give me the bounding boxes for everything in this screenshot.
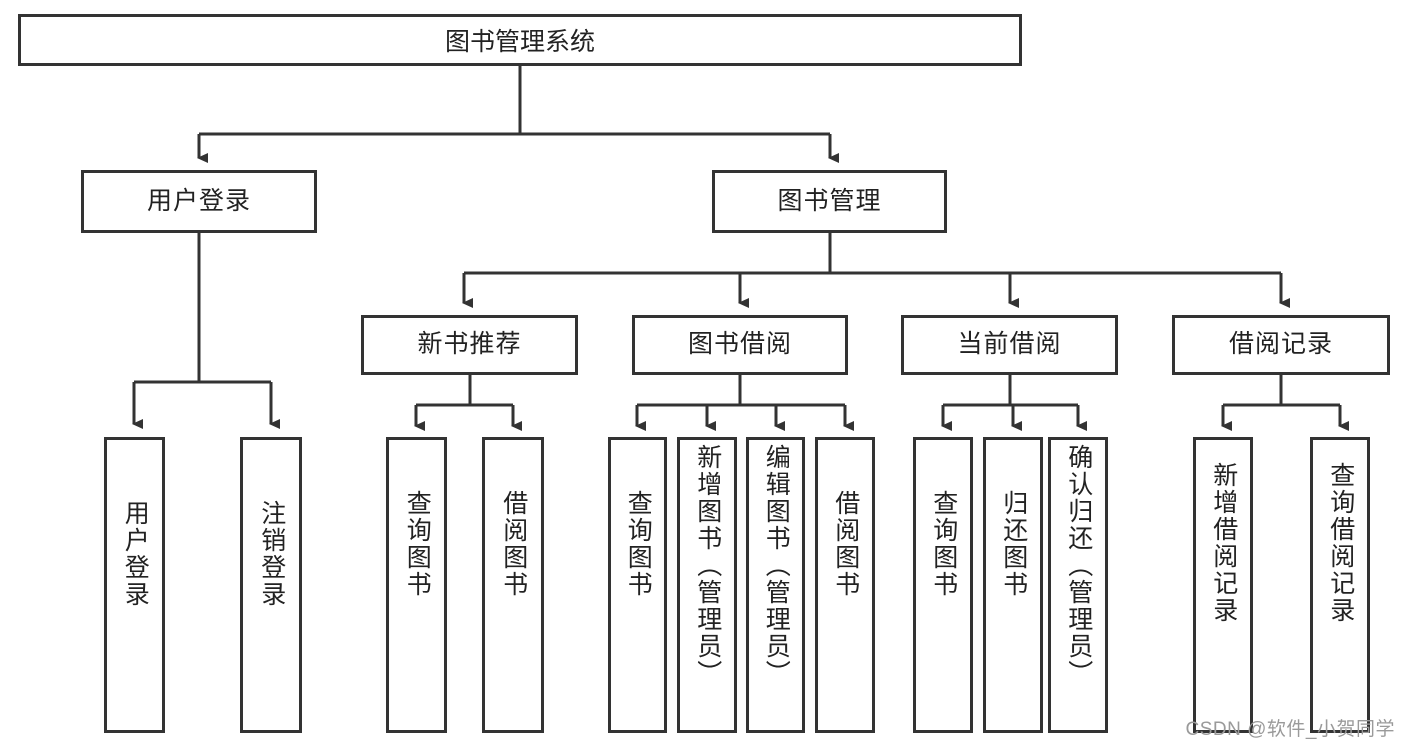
leaf-user-login-label: 用户登录 [121, 500, 150, 608]
leaf-query-book-2[interactable]: 查询图书 [608, 437, 667, 733]
leaf-query-book-1-label: 查询图书 [403, 490, 432, 598]
leaf-logout[interactable]: 注销登录 [240, 437, 302, 733]
leaf-return-book-label: 归还图书 [999, 490, 1028, 598]
leaf-borrow-book-2-label: 借阅图书 [831, 490, 860, 598]
node-book-borrow-label: 图书借阅 [687, 330, 792, 359]
leaf-query-record[interactable]: 查询借阅记录 [1310, 437, 1370, 733]
leaf-borrow-book-1[interactable]: 借阅图书 [482, 437, 544, 733]
node-book-manage[interactable]: 图书管理 [712, 170, 947, 233]
watermark: CSDN @软件_小贺同学 [1185, 719, 1395, 740]
node-new-book-recommend[interactable]: 新书推荐 [361, 315, 578, 375]
node-user-login[interactable]: 用户登录 [81, 170, 317, 233]
leaf-query-book-2-label: 查询图书 [624, 490, 653, 598]
node-borrow-record[interactable]: 借阅记录 [1172, 315, 1390, 375]
leaf-add-record[interactable]: 新增借阅记录 [1193, 437, 1253, 733]
leaf-query-book-3[interactable]: 查询图书 [913, 437, 973, 733]
node-new-book-recommend-label: 新书推荐 [417, 330, 522, 359]
leaf-confirm-return-label: 确认归还（管理员） [1064, 444, 1093, 687]
node-root[interactable]: 图书管理系统 [18, 14, 1022, 66]
leaf-borrow-book-2[interactable]: 借阅图书 [815, 437, 875, 733]
leaf-logout-label: 注销登录 [257, 500, 286, 608]
leaf-query-book-1[interactable]: 查询图书 [386, 437, 447, 733]
leaf-query-record-label: 查询借阅记录 [1326, 462, 1355, 624]
leaf-return-book[interactable]: 归还图书 [983, 437, 1043, 733]
node-current-borrow-label: 当前借阅 [957, 330, 1062, 359]
node-root-label: 图书管理系统 [444, 28, 595, 56]
node-user-login-label: 用户登录 [146, 186, 251, 215]
leaf-user-login[interactable]: 用户登录 [104, 437, 165, 733]
leaf-edit-book[interactable]: 编辑图书（管理员） [746, 437, 805, 733]
node-book-manage-label: 图书管理 [777, 186, 882, 215]
leaf-confirm-return[interactable]: 确认归还（管理员） [1048, 437, 1108, 733]
leaf-add-book-label: 新增图书（管理员） [693, 444, 722, 687]
leaf-edit-book-label: 编辑图书（管理员） [762, 444, 791, 687]
leaf-add-record-label: 新增借阅记录 [1209, 462, 1238, 624]
node-book-borrow[interactable]: 图书借阅 [632, 315, 848, 375]
node-borrow-record-label: 借阅记录 [1228, 330, 1333, 359]
leaf-borrow-book-1-label: 借阅图书 [499, 490, 528, 598]
leaf-query-book-3-label: 查询图书 [929, 490, 958, 598]
node-current-borrow[interactable]: 当前借阅 [901, 315, 1118, 375]
leaf-add-book[interactable]: 新增图书（管理员） [677, 437, 737, 733]
